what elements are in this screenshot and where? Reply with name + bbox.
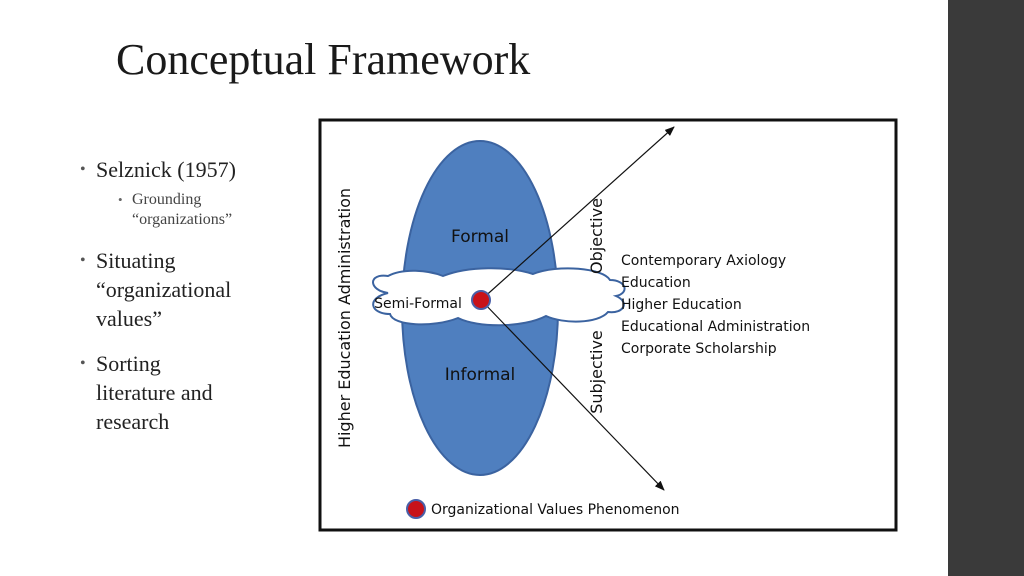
fields-list: Contemporary Axiology Education Higher E… <box>621 253 810 357</box>
slide-title: Conceptual Framework <box>116 35 531 84</box>
formal-label: Formal <box>451 227 509 247</box>
semi-formal-cloud <box>372 267 626 327</box>
bullet-line: research <box>96 409 170 434</box>
phenomenon-marker <box>471 290 491 310</box>
field-item: Educational Administration <box>621 319 810 335</box>
vertical-axis-label: Higher Education Administration <box>335 188 354 448</box>
bullet-line: Sorting <box>96 351 161 376</box>
subjective-label: Subjective <box>587 330 606 414</box>
field-item: Contemporary Axiology <box>621 253 786 269</box>
objective-label: Objective <box>587 198 606 274</box>
framework-diagram: Higher Education Administration Formal I… <box>318 118 898 532</box>
bullet-line: values” <box>96 306 162 331</box>
bullet-item: • Situating “organizational values” <box>80 246 305 333</box>
informal-label: Informal <box>445 365 516 385</box>
semi-formal-label: Semi-Formal <box>374 296 462 312</box>
bullet-line: Situating <box>96 248 176 273</box>
legend-marker <box>406 499 426 519</box>
bullet-marker: • <box>80 252 86 269</box>
bullet-marker: • <box>80 355 86 372</box>
bullet-item: • Selznick (1957) • Grounding “organizat… <box>80 155 305 230</box>
field-item: Higher Education <box>621 297 742 313</box>
sub-bullet-item: • Grounding “organizations” <box>96 190 305 230</box>
objective-arrow <box>480 126 675 301</box>
bullet-marker: • <box>80 161 86 178</box>
field-item: Education <box>621 275 691 291</box>
side-bar <box>948 0 1024 576</box>
field-item: Corporate Scholarship <box>621 341 777 357</box>
sub-bullet-marker: • <box>118 192 123 207</box>
bullet-list: • Selznick (1957) • Grounding “organizat… <box>80 155 305 452</box>
subjective-arrow <box>480 299 665 491</box>
bullet-text: Selznick (1957) <box>96 157 236 182</box>
bullet-line: literature and <box>96 380 213 405</box>
sub-bullet-line: “organizations” <box>132 211 233 228</box>
bullet-item: • Sorting literature and research <box>80 349 305 436</box>
bullet-line: “organizational <box>96 277 232 302</box>
sub-bullet-line: Grounding <box>132 191 202 208</box>
legend-label: Organizational Values Phenomenon <box>431 502 680 518</box>
